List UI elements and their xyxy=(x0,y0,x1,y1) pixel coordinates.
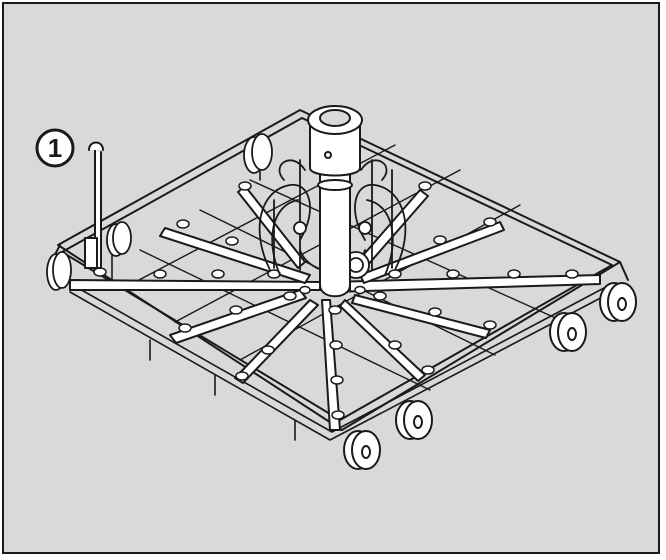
handle-post xyxy=(84,141,104,269)
figure-frame xyxy=(2,2,660,554)
wheel-right-mid xyxy=(549,312,587,352)
central-column xyxy=(307,105,363,298)
castor-wheels xyxy=(343,282,637,470)
callout-marker: 1 xyxy=(35,128,75,168)
wheel-right-back xyxy=(599,282,637,322)
callout-circle xyxy=(35,128,75,168)
side-couplings xyxy=(46,133,273,291)
callout-number: 1 xyxy=(48,133,62,163)
wheel-front-mid xyxy=(395,400,433,440)
rack-basket xyxy=(46,105,637,470)
spray-nozzles xyxy=(93,181,579,420)
wheel-front-left xyxy=(343,430,381,470)
